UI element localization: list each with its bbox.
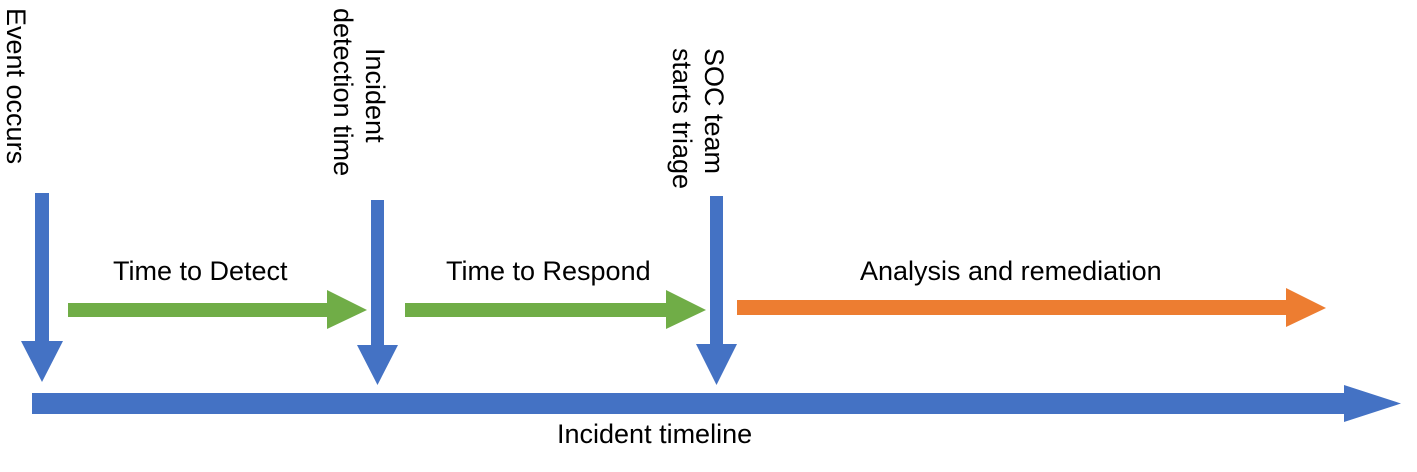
incident-timeline-axis-arrow — [32, 385, 1401, 422]
marker-label-soc-line1: SOC team — [699, 48, 729, 175]
marker-arrow-incident-detection — [357, 200, 398, 385]
marker-label-soc-line2: starts triage — [667, 48, 697, 190]
marker-label-incident-line1: Incident — [360, 48, 390, 143]
phase-arrow-analysis-and-remediation — [737, 288, 1326, 327]
phase-label-time-to-detect: Time to Detect — [113, 256, 288, 286]
phase-label-analysis-and-remediation: Analysis and remediation — [860, 256, 1162, 286]
marker-arrow-event-occurs — [21, 193, 63, 382]
marker-label-incident-line2: detection time — [328, 8, 358, 177]
incident-timeline-caption: Incident timeline — [557, 419, 753, 449]
phase-arrow-time-to-detect — [68, 290, 367, 329]
phase-label-time-to-respond: Time to Respond — [446, 256, 651, 286]
marker-arrow-soc-team — [696, 196, 737, 385]
marker-label-event-occurs: Event occurs — [1, 8, 31, 165]
phase-arrow-time-to-respond — [405, 290, 706, 329]
